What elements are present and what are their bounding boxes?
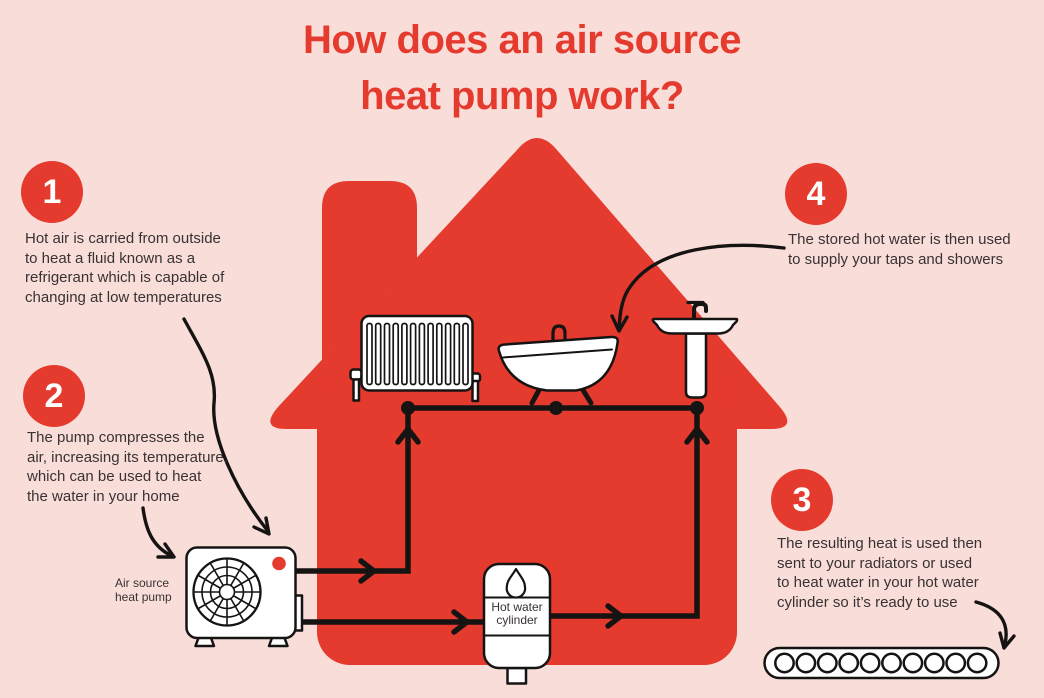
- air-source-heat-pump-icon: [185, 546, 304, 648]
- bathtub-faucet: [551, 324, 567, 350]
- step-2-badge: 2: [23, 365, 85, 427]
- step-2-number: 2: [44, 376, 64, 415]
- step-4-number: 4: [806, 174, 826, 213]
- step-1-number: 1: [42, 172, 62, 211]
- heat-pump-indicator-dot: [272, 556, 286, 571]
- flow-arrow-icon: [358, 558, 377, 584]
- step-4-badge: 4: [785, 163, 847, 225]
- step-2-text: The pump compresses the air, increasing …: [27, 429, 228, 505]
- chimney: [322, 181, 417, 360]
- house-body: [317, 378, 737, 665]
- fan-icon: [192, 557, 262, 627]
- bathtub-icon: [497, 324, 619, 406]
- step4-arrowhead: [610, 314, 629, 333]
- sink-pedestal: [684, 332, 708, 399]
- step4-arrow: [617, 243, 786, 330]
- hot-water-cylinder-icon: [482, 562, 552, 685]
- pipe-junction-dot: [549, 401, 563, 415]
- bathtub-legs: [529, 387, 594, 406]
- step2-arrow: [141, 506, 172, 557]
- floor-radiator-icon: [763, 646, 1000, 680]
- pipe-pump-to-manifold: [295, 408, 411, 574]
- flow-arrow-icon: [451, 609, 470, 635]
- pipe-circuit: [295, 401, 710, 635]
- radiator-fins: [366, 322, 469, 386]
- pipe-junction-dot: [401, 401, 415, 415]
- flow-arrow-icon: [684, 426, 710, 445]
- flow-arrow-icon: [395, 426, 421, 445]
- step1-arrowhead: [252, 516, 271, 536]
- pipe-junction-dot: [690, 401, 704, 415]
- flow-arrow-icon: [605, 603, 624, 629]
- cylinder-foot: [506, 666, 528, 685]
- step3-arrow: [974, 600, 1008, 646]
- page-title: How does an air source heat pump work?: [302, 18, 742, 118]
- heat-pump-label: Air source heat pump: [115, 576, 172, 604]
- step-1-badge: 1: [21, 161, 83, 223]
- step-1-text: Hot air is carried from outside to heat …: [25, 230, 225, 306]
- sink-basin: [651, 317, 739, 335]
- annotation-arrows: [141, 243, 1016, 650]
- step-3-number: 3: [792, 480, 812, 519]
- radiator-icon: [349, 314, 482, 403]
- step-4-text: The stored hot water is then used to sup…: [788, 231, 1011, 268]
- step3-arrowhead: [998, 631, 1016, 650]
- pipe-cylinder-to-manifold: [550, 408, 700, 619]
- sink-icon: [651, 300, 739, 399]
- cylinder-label: Hot water cylinder: [491, 600, 543, 627]
- step-3-badge: 3: [771, 469, 833, 531]
- water-drop-icon: [505, 567, 527, 599]
- step2-arrowhead: [156, 542, 176, 559]
- step-3-text: The resulting heat is used then sent to …: [777, 535, 983, 611]
- step1-arrow: [182, 317, 269, 532]
